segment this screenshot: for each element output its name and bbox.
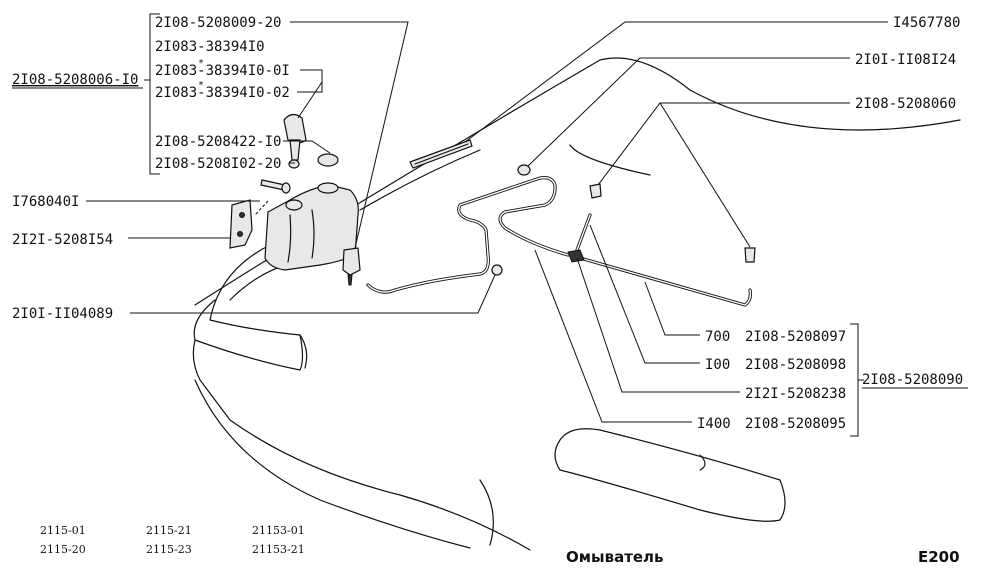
hose-connector bbox=[491, 264, 503, 276]
hood-inner-line bbox=[569, 144, 651, 176]
label-p4: 2I083-38394I0-02 bbox=[155, 85, 290, 101]
label-p6: 2I08-5208I02-20 bbox=[155, 156, 281, 172]
filler-tube bbox=[289, 139, 301, 161]
washer-nozzles bbox=[589, 183, 756, 263]
label-p9: 2I0I-II04089 bbox=[12, 306, 113, 322]
tube-up-inner bbox=[576, 214, 591, 251]
hood-edge bbox=[194, 57, 961, 306]
grommet bbox=[517, 164, 531, 176]
car-body-outline bbox=[192, 57, 961, 551]
leader-b4 bbox=[534, 249, 692, 423]
pump-outlet bbox=[347, 274, 353, 286]
bolt-head bbox=[281, 182, 291, 194]
label-b1-qty: 700 bbox=[705, 329, 730, 345]
leader-p3-p4-bracket bbox=[297, 69, 323, 93]
label-p8: 2I2I-5208I54 bbox=[12, 232, 113, 248]
nozzle-left bbox=[589, 183, 602, 199]
bracket-plate bbox=[229, 199, 253, 249]
bumper-part bbox=[554, 428, 786, 522]
model-1-2: 2115-21 bbox=[146, 524, 192, 537]
reservoir-rib-2 bbox=[311, 209, 315, 259]
label-b2-qty: I00 bbox=[705, 357, 730, 373]
model-2-3: 21153-21 bbox=[252, 543, 305, 556]
page-code: E200 bbox=[918, 548, 960, 566]
leader-r3a bbox=[597, 102, 850, 186]
leader-p1 bbox=[290, 21, 409, 249]
bumper-line bbox=[194, 379, 471, 549]
label-r2: 2I0I-II08I24 bbox=[855, 52, 956, 68]
fender-curve bbox=[193, 299, 216, 341]
washer-tubing bbox=[366, 176, 753, 307]
filler-strainer bbox=[288, 159, 300, 169]
bolt-shank bbox=[260, 179, 286, 191]
wiper-blade-detail bbox=[414, 143, 469, 165]
leader-r3b bbox=[659, 102, 751, 248]
leader-b1 bbox=[644, 281, 700, 336]
leader-p2-p4 bbox=[297, 81, 323, 119]
model-1-3: 21153-01 bbox=[252, 524, 305, 537]
reservoir-cap bbox=[317, 153, 339, 167]
leader-p9 bbox=[130, 274, 496, 314]
label-p3: 2I083-38394I0-0I bbox=[155, 63, 290, 79]
label-p2: 2I083-38394I0 bbox=[155, 39, 265, 55]
reservoir-rib-1 bbox=[287, 214, 292, 263]
leader-p7-dashed bbox=[254, 200, 269, 216]
reservoir-neck bbox=[317, 182, 339, 194]
bracket-hole-2 bbox=[237, 231, 243, 237]
star-marker-2: * bbox=[198, 80, 204, 91]
label-p1: 2I08-5208009-20 bbox=[155, 15, 281, 31]
label-p5: 2I08-5208422-I0 bbox=[155, 134, 281, 150]
leader-b2 bbox=[589, 224, 700, 364]
label-r3: 2I08-5208060 bbox=[855, 96, 956, 112]
leader-b3 bbox=[576, 257, 740, 393]
hood-crease bbox=[359, 149, 481, 211]
left-group-bracket bbox=[149, 13, 160, 175]
filler-cap-assembly bbox=[283, 113, 339, 169]
label-p7: I768040I bbox=[12, 194, 79, 210]
washer-reservoir bbox=[264, 182, 359, 271]
label-b2-part: 2I08-5208098 bbox=[745, 357, 846, 373]
bumper-notch bbox=[699, 454, 706, 471]
model-2-1: 2115-20 bbox=[40, 543, 86, 556]
label-b3-part: 2I2I-5208238 bbox=[745, 386, 846, 402]
nozzle-right bbox=[744, 247, 756, 263]
model-1-1: 2115-01 bbox=[40, 524, 86, 537]
label-b1-part: 2I08-5208097 bbox=[745, 329, 846, 345]
headlight-edge bbox=[299, 334, 308, 369]
label-r1: I4567780 bbox=[893, 15, 960, 31]
reservoir-bracket bbox=[229, 199, 253, 249]
leader-r1 bbox=[464, 21, 888, 143]
model-2-2: 2115-23 bbox=[146, 543, 192, 556]
fender-edge bbox=[192, 244, 531, 551]
mounting-bolt bbox=[260, 179, 291, 194]
diagram-caption: Омыватель bbox=[566, 548, 664, 566]
pump-body bbox=[342, 247, 361, 276]
label-assembly-right: 2I08-5208090 bbox=[862, 372, 963, 388]
star-marker-1: * bbox=[198, 58, 204, 69]
tee-connector bbox=[567, 249, 585, 263]
wheel-arch-line bbox=[479, 479, 494, 546]
bracket-hole-1 bbox=[239, 212, 245, 218]
washer-pump bbox=[342, 247, 361, 286]
label-assembly-left: 2I08-5208006-I0 bbox=[12, 72, 138, 88]
leader-p5 bbox=[283, 140, 331, 154]
leader-r2 bbox=[527, 57, 850, 167]
label-b4-part: 2I08-5208095 bbox=[745, 416, 846, 432]
tube-main-inner bbox=[367, 176, 569, 293]
wiper-arm bbox=[409, 139, 473, 169]
reservoir-filler bbox=[285, 199, 303, 211]
left-callouts: 2I08-5208006-I0 2I08-5208009-20 2I083-38… bbox=[12, 13, 496, 322]
filler-cap bbox=[283, 113, 307, 144]
tube-right-inner bbox=[579, 257, 752, 306]
label-b4-qty: I400 bbox=[697, 416, 731, 432]
right-callouts: I4567780 2I0I-II08I24 2I08-5208060 700 2… bbox=[464, 15, 968, 437]
right-group-bracket bbox=[850, 323, 859, 437]
